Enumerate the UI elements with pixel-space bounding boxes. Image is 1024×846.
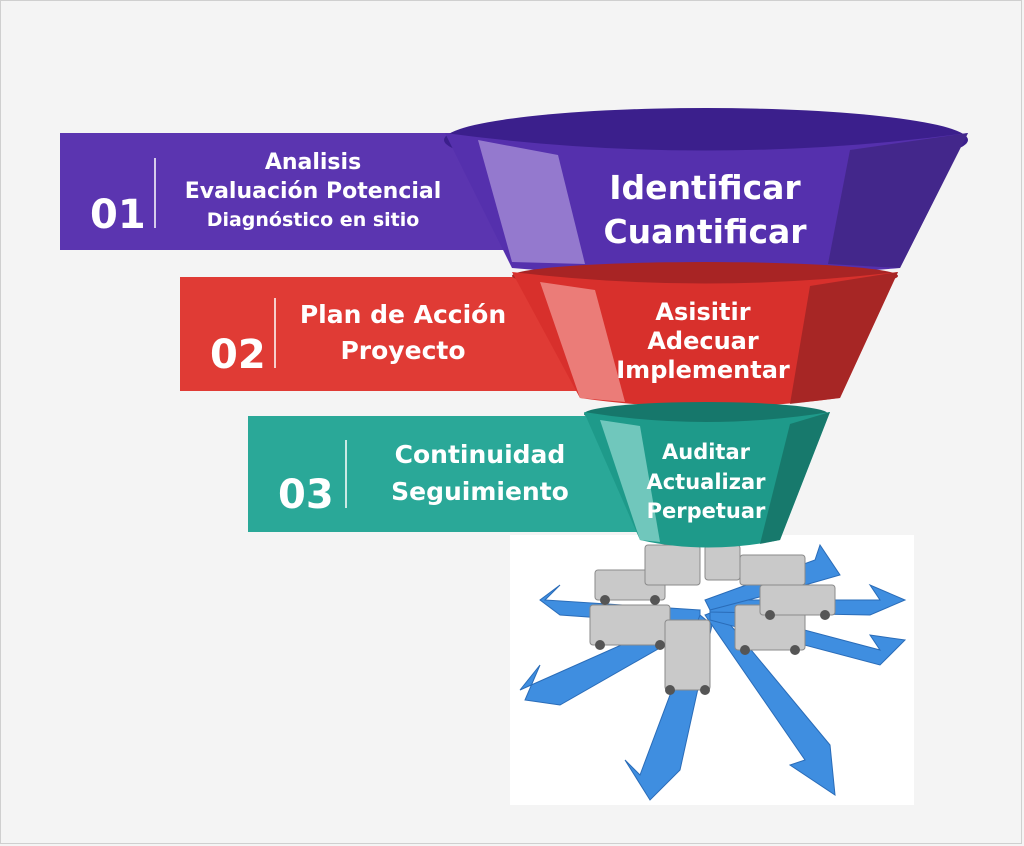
stage-number-01: 01 <box>90 192 146 238</box>
stage-01-banner <box>60 133 530 250</box>
stage-03-label-line-1: Continuidad <box>395 440 566 469</box>
stage-01-label-line-2: Evaluación Potencial <box>185 179 442 204</box>
stage-02-label-line-2: Proyecto <box>340 336 465 365</box>
stage-03 <box>248 402 830 548</box>
trucks-arrows-icon <box>510 535 914 805</box>
stage-01-label-line-3: Diagnóstico en sitio <box>207 209 420 231</box>
stage-03-funnel-line-1: Auditar <box>662 440 751 464</box>
stage-number-03: 03 <box>278 472 334 518</box>
stage-02 <box>180 262 898 407</box>
stage-02-funnel-line-2: Adecuar <box>647 327 759 355</box>
stage-01-label-line-1: Analisis <box>265 150 361 175</box>
stage-03-label-line-2: Seguimiento <box>391 477 569 506</box>
stage-03-funnel-line-3: Perpetuar <box>647 499 766 523</box>
stage-01-funnel-line-1: Identificar <box>609 168 801 207</box>
stage-02-label-line-1: Plan de Acción <box>300 300 506 329</box>
stage-01-funnel-line-2: Cuantificar <box>603 212 807 251</box>
stage-02-funnel-line-3: Implementar <box>616 356 790 384</box>
stage-03-banner <box>248 416 648 532</box>
stage-01 <box>60 108 968 277</box>
stage-03-funnel-line-2: Actualizar <box>646 470 766 494</box>
stage-02-funnel-line-1: Asisitir <box>655 298 750 326</box>
stage-number-02: 02 <box>210 332 266 378</box>
